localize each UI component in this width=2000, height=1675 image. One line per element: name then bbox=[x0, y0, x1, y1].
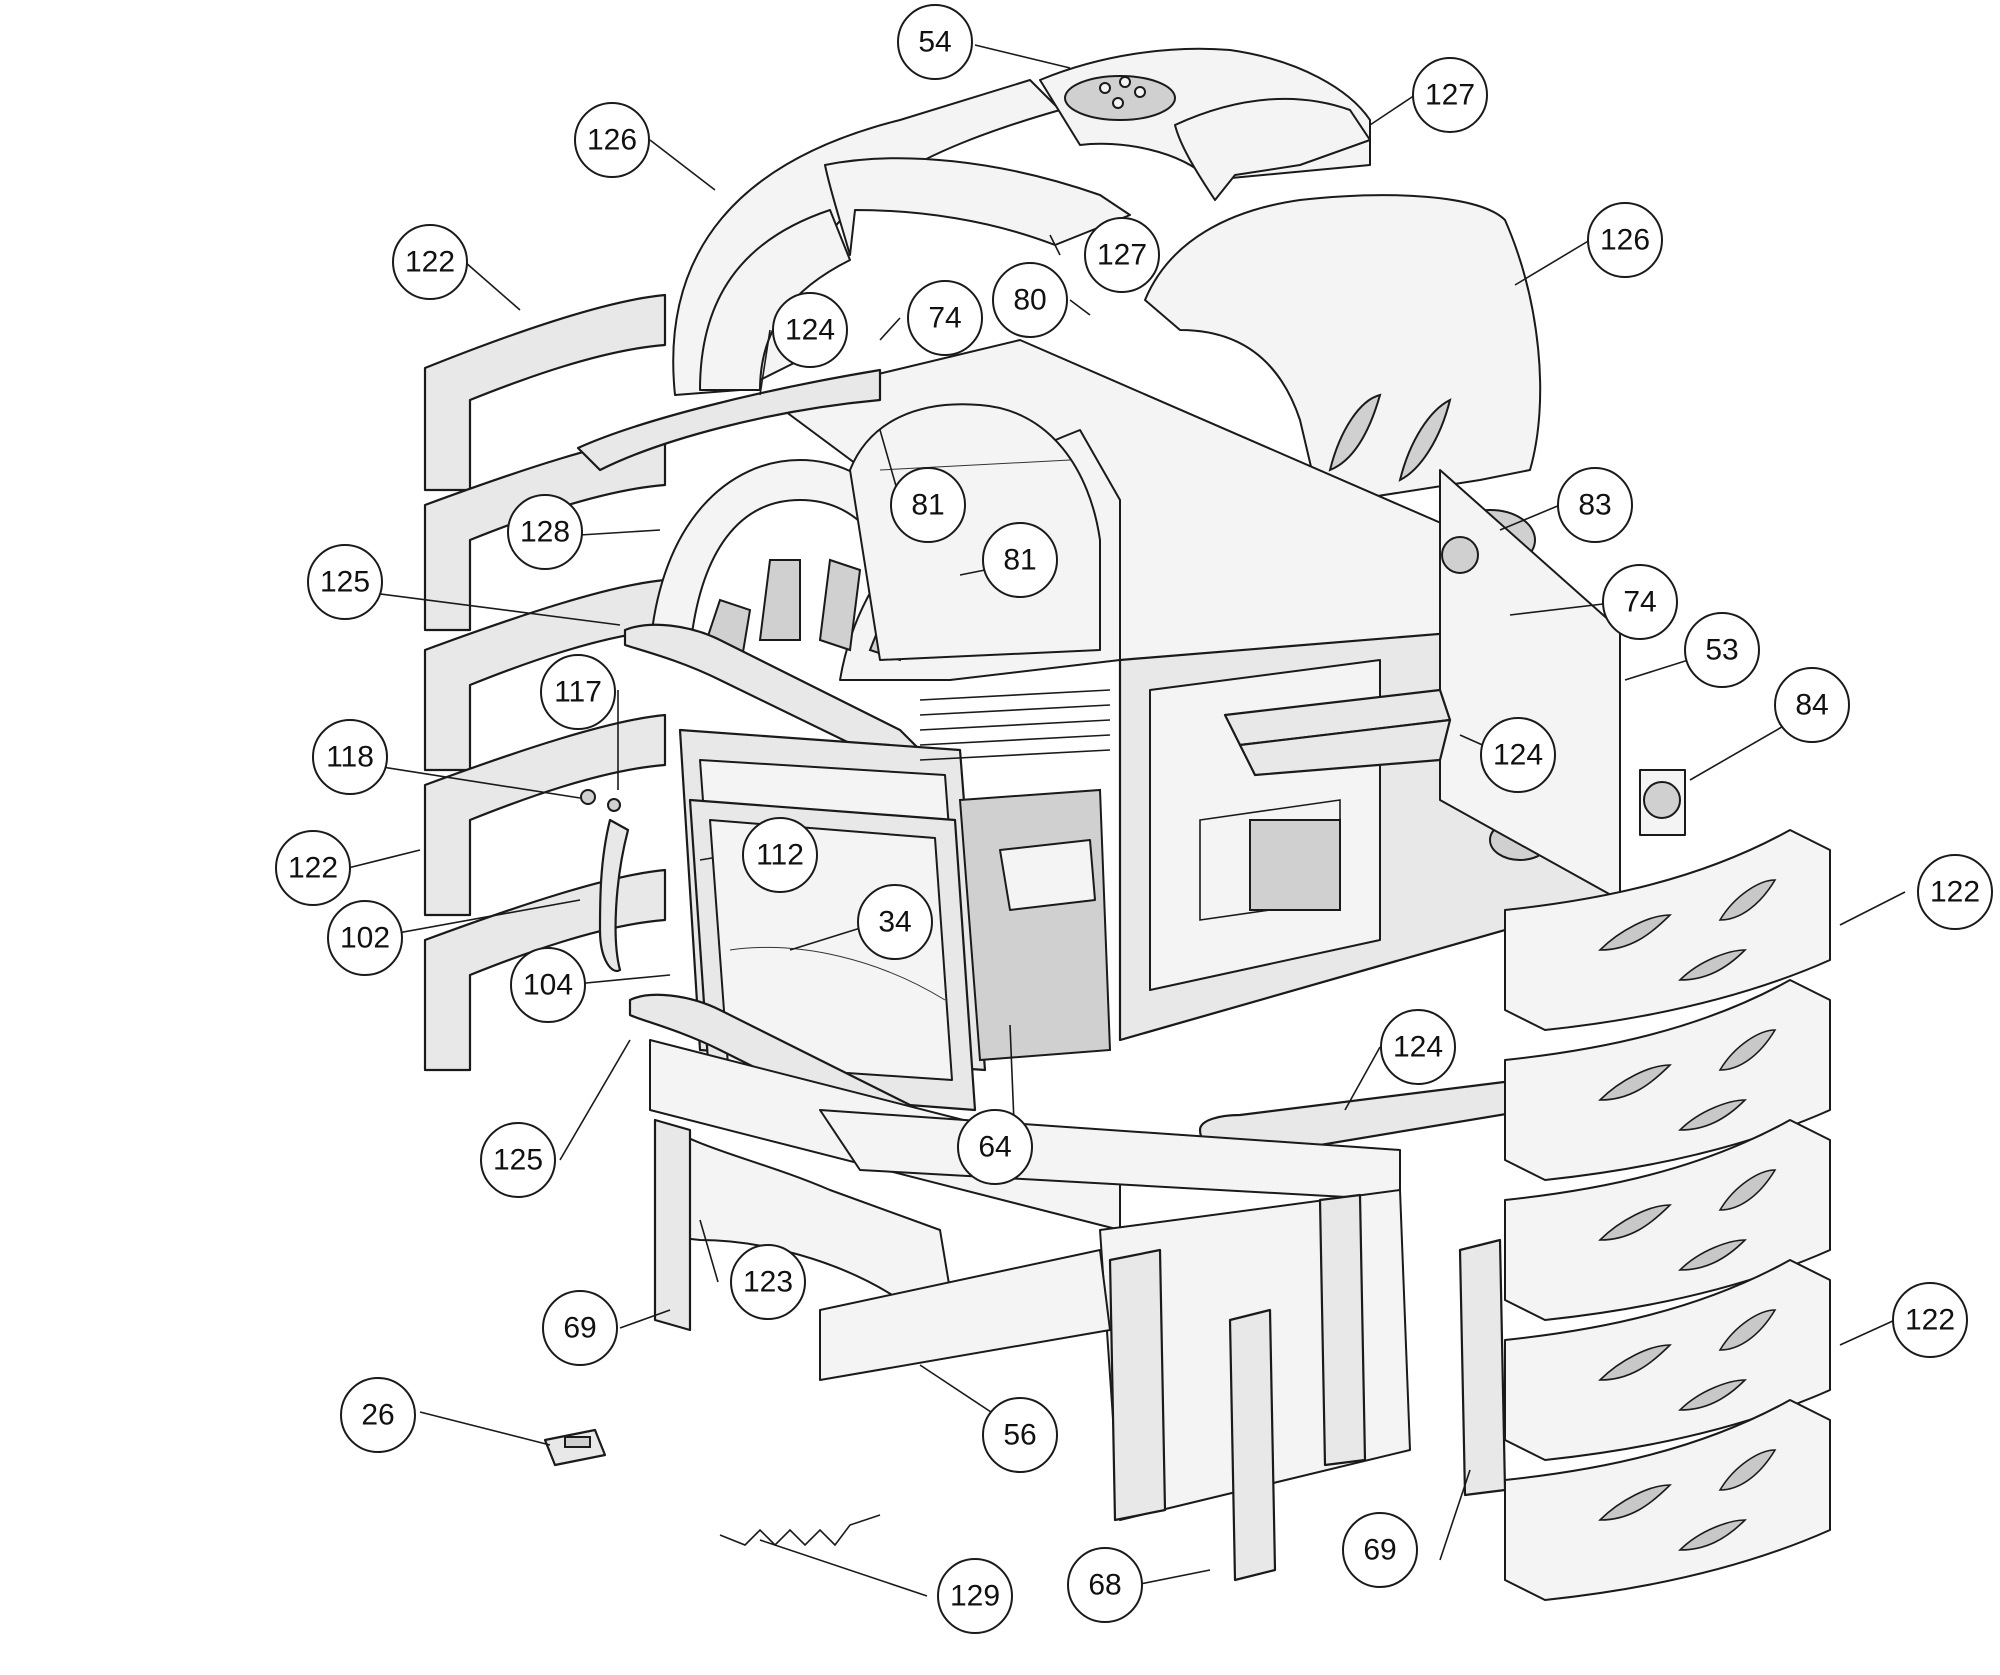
svg-text:81: 81 bbox=[911, 489, 944, 522]
svg-text:74: 74 bbox=[1623, 586, 1656, 619]
svg-text:125: 125 bbox=[320, 566, 370, 599]
svg-text:122: 122 bbox=[405, 246, 455, 279]
svg-text:68: 68 bbox=[1088, 1569, 1121, 1602]
callout-118: 118 bbox=[312, 719, 388, 795]
callout-53: 53 bbox=[1684, 612, 1760, 688]
top-right-arch-cover bbox=[1144, 194, 1542, 506]
callout-124: 124 bbox=[1380, 1009, 1456, 1085]
handle-screw bbox=[580, 789, 596, 805]
callout-34: 34 bbox=[857, 884, 933, 960]
door-handle bbox=[598, 818, 630, 973]
svg-text:53: 53 bbox=[1705, 634, 1738, 667]
callout-122: 122 bbox=[275, 830, 351, 906]
handle-nut bbox=[607, 798, 621, 812]
rear-bracket-left bbox=[1228, 1308, 1277, 1582]
svg-text:34: 34 bbox=[878, 906, 911, 939]
svg-text:126: 126 bbox=[587, 124, 637, 157]
svg-text:104: 104 bbox=[523, 969, 573, 1002]
svg-text:124: 124 bbox=[785, 314, 835, 347]
svg-text:80: 80 bbox=[1013, 284, 1046, 317]
svg-text:124: 124 bbox=[1493, 739, 1543, 772]
callout-126: 126 bbox=[1587, 202, 1663, 278]
callout-125: 125 bbox=[480, 1122, 556, 1198]
upper-top-rail-left bbox=[576, 368, 882, 472]
flue-plate bbox=[1639, 769, 1686, 836]
svg-text:74: 74 bbox=[928, 302, 961, 335]
callout-68: 68 bbox=[1067, 1547, 1143, 1623]
callout-122: 122 bbox=[1917, 854, 1993, 930]
callout-124: 124 bbox=[772, 292, 848, 368]
top-arch-cover-right bbox=[1174, 97, 1371, 201]
callout-83: 83 bbox=[1557, 467, 1633, 543]
callout-124: 124 bbox=[1480, 717, 1556, 793]
callout-80: 80 bbox=[992, 262, 1068, 338]
callout-122: 122 bbox=[392, 224, 468, 300]
front-bracket-left bbox=[653, 1118, 692, 1332]
callout-64: 64 bbox=[957, 1109, 1033, 1185]
callout-127: 127 bbox=[1084, 217, 1160, 293]
svg-text:126: 126 bbox=[1600, 224, 1650, 257]
callout-112: 112 bbox=[742, 817, 818, 893]
leader-lines bbox=[347, 44, 1906, 1597]
bottom-plate bbox=[819, 1249, 1111, 1381]
svg-text:54: 54 bbox=[918, 26, 951, 59]
svg-text:122: 122 bbox=[1905, 1304, 1955, 1337]
right-side-panels bbox=[1504, 829, 1831, 1601]
svg-text:122: 122 bbox=[1930, 876, 1980, 909]
callout-117: 117 bbox=[540, 654, 616, 730]
svg-text:124: 124 bbox=[1393, 1031, 1443, 1064]
svg-text:69: 69 bbox=[1363, 1534, 1396, 1567]
firebox-interior bbox=[919, 689, 1112, 1062]
upper-top-rail-right bbox=[1223, 688, 1452, 777]
callout-84: 84 bbox=[1774, 667, 1850, 743]
svg-text:112: 112 bbox=[756, 839, 804, 872]
svg-text:56: 56 bbox=[1003, 1419, 1036, 1452]
callout-56: 56 bbox=[982, 1397, 1058, 1473]
callout-123: 123 bbox=[730, 1244, 806, 1320]
rear-bracket-right bbox=[1458, 1238, 1507, 1497]
top-arch-cover-left bbox=[824, 157, 1131, 256]
callout-122: 122 bbox=[1892, 1282, 1968, 1358]
svg-text:125: 125 bbox=[493, 1144, 543, 1177]
callout-54: 54 bbox=[897, 4, 973, 80]
svg-text:83: 83 bbox=[1578, 489, 1611, 522]
remote-control bbox=[543, 1428, 607, 1467]
svg-text:128: 128 bbox=[520, 516, 570, 549]
callout-74: 74 bbox=[907, 280, 983, 356]
callout-125: 125 bbox=[307, 544, 383, 620]
callout-81: 81 bbox=[982, 522, 1058, 598]
svg-text:127: 127 bbox=[1425, 79, 1475, 112]
callout-104: 104 bbox=[510, 947, 586, 1023]
svg-text:129: 129 bbox=[950, 1580, 1000, 1613]
callout-129: 129 bbox=[937, 1558, 1013, 1634]
svg-text:69: 69 bbox=[563, 1312, 596, 1345]
callout-26: 26 bbox=[340, 1377, 416, 1453]
callout-128: 128 bbox=[507, 494, 583, 570]
svg-text:26: 26 bbox=[361, 1399, 394, 1432]
svg-text:117: 117 bbox=[554, 676, 602, 709]
callout-81: 81 bbox=[890, 467, 966, 543]
callout-102: 102 bbox=[327, 900, 403, 976]
svg-text:127: 127 bbox=[1097, 239, 1147, 272]
spring bbox=[719, 1514, 881, 1547]
svg-text:122: 122 bbox=[288, 852, 338, 885]
svg-text:102: 102 bbox=[340, 922, 390, 955]
callout-69: 69 bbox=[542, 1290, 618, 1366]
callout-74: 74 bbox=[1602, 564, 1678, 640]
callout-69: 69 bbox=[1342, 1512, 1418, 1588]
callout-127: 127 bbox=[1412, 57, 1488, 133]
svg-text:81: 81 bbox=[1003, 544, 1036, 577]
svg-text:123: 123 bbox=[743, 1266, 793, 1299]
back-arch-plate bbox=[849, 403, 1101, 661]
svg-text:84: 84 bbox=[1795, 689, 1828, 722]
callout-126: 126 bbox=[574, 102, 650, 178]
svg-text:64: 64 bbox=[978, 1131, 1011, 1164]
svg-text:118: 118 bbox=[326, 741, 374, 774]
